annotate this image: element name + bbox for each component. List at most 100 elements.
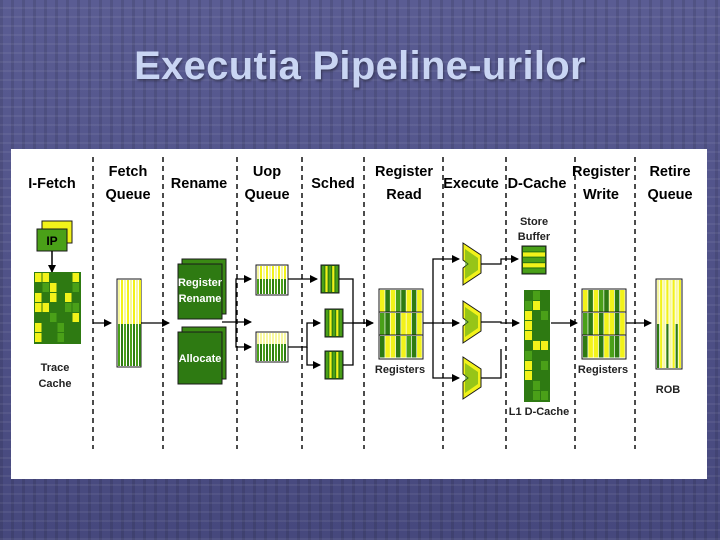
store-buffer-label-1: Store (520, 216, 548, 228)
reg-write-cell (604, 290, 609, 312)
trace-cache-cell (35, 323, 42, 332)
reg-write-cell (609, 313, 615, 335)
trace-cache-cell (57, 313, 64, 322)
reg-read-cell (380, 336, 385, 358)
register-file-read (378, 288, 424, 360)
rob-label: ROB (656, 384, 681, 396)
fetch-queue-stripe (130, 280, 132, 324)
l1-dcache-label: L1 D-Cache (509, 406, 570, 418)
rob-stripe (657, 280, 660, 324)
uop-queue-bottom-stripe (284, 344, 286, 361)
trace-cache-cell (57, 333, 64, 342)
trace-cache-cell (72, 333, 79, 342)
reg-write-cell (614, 290, 620, 312)
reg-write-cell (604, 336, 609, 358)
trace-cache-cell (50, 333, 57, 342)
reg-read-cell (417, 336, 422, 358)
reg-read-cell (401, 290, 406, 312)
reg-write-cell (614, 313, 620, 335)
fetch-queue-stripe (136, 324, 138, 366)
fetch-queue-stripe (139, 324, 141, 366)
trace-cache-cell (42, 323, 49, 332)
reg-write-cell (583, 336, 588, 358)
reg-read-cell (406, 290, 412, 312)
l1-dcache-cell (533, 391, 540, 400)
reg-write-cell (620, 336, 625, 358)
ip-register: IP (36, 220, 73, 252)
sched-queue-stripe (326, 310, 329, 336)
fetch-queue-stripe (118, 324, 120, 366)
uop-queue-top-stripe (281, 279, 283, 294)
l1-dcache-cell (533, 381, 540, 390)
reg-write-cell (620, 313, 625, 335)
stage-label-retire-queue-1: Retire (649, 164, 690, 180)
sched-queue-stripe (322, 266, 325, 292)
l1-dcache-cell (533, 351, 540, 360)
uop-queue-bottom-stripe (260, 333, 262, 344)
trace-cache-cell (72, 313, 79, 322)
uop-queue-bottom-stripe (266, 333, 268, 344)
reg-write-cell (604, 313, 609, 335)
fetch-queue-stripe (127, 324, 129, 366)
uop-queue-bottom-stripe (263, 344, 265, 361)
store-buffer-row (523, 257, 545, 262)
reg-write-cell (598, 290, 604, 312)
rob-stripe (669, 280, 672, 324)
pipeline-connections (93, 255, 652, 382)
registers-read-label: Registers (375, 364, 425, 376)
uop-queues (255, 264, 289, 363)
fetch-queue-block (116, 278, 142, 368)
execution-units (462, 242, 482, 400)
connection (432, 255, 460, 323)
l1-dcache-cell (533, 301, 540, 310)
connection (481, 349, 502, 379)
trace-cache-cell (72, 323, 79, 332)
rob-stripe (678, 324, 681, 368)
uop-queue-top-stripe (266, 279, 268, 294)
connection (481, 255, 519, 265)
uop-queue-bottom-stripe (269, 333, 271, 344)
connection (235, 275, 252, 322)
sched-queue-stripe (332, 310, 335, 336)
stage-label-uop-queue-2: Queue (244, 187, 289, 203)
stage-headers: I-Fetch Fetch Queue Rename Uop Queue Sch… (28, 164, 692, 203)
l1-dcache-cell (533, 371, 540, 380)
store-buffer-block (521, 245, 547, 275)
store-buffer-row (523, 263, 545, 268)
alu-shade (465, 363, 478, 393)
uop-queue-bottom-stripe (272, 344, 274, 361)
alu-shade (465, 307, 478, 337)
rob-stripe (672, 324, 675, 368)
store-buffer-row (523, 252, 545, 257)
sched-queue-stripe (339, 352, 342, 378)
alu-shade (465, 249, 478, 279)
sched-queue-stripe (329, 352, 332, 378)
sched-queue-stripe (336, 352, 339, 378)
reg-read-cell (385, 290, 390, 312)
uop-queue-top-stripe (263, 266, 265, 279)
uop-queue-top-stripe (257, 266, 259, 279)
rob-stripe (678, 280, 681, 324)
pipeline-diagram: I-Fetch Fetch Queue Rename Uop Queue Sch… (11, 149, 707, 479)
l1-dcache-cell (533, 331, 540, 340)
reg-write-cell (609, 290, 615, 312)
stage-label-rename: Rename (171, 176, 227, 192)
trace-cache-cell (35, 303, 42, 312)
sched-queue-stripe (339, 310, 342, 336)
trace-cache-cell (50, 323, 57, 332)
stage-label-register-read-2: Read (386, 187, 421, 203)
uop-queue-bottom-stripe (257, 344, 259, 361)
uop-queue-top-stripe (278, 279, 280, 294)
l1-dcache-cell (533, 361, 540, 370)
rob-stripe (675, 324, 678, 368)
reg-read-cell (411, 336, 417, 358)
stage-label-ifetch: I-Fetch (28, 176, 76, 192)
fetch-queue-stripe (133, 324, 135, 366)
connection (481, 319, 520, 327)
uop-queue-top-stripe (257, 279, 259, 294)
rob-stripe (666, 280, 669, 324)
reg-read-cell (406, 336, 412, 358)
l1-dcache-cell (525, 341, 532, 350)
register-file-write (581, 288, 627, 360)
trace-cache-cell (35, 313, 42, 322)
